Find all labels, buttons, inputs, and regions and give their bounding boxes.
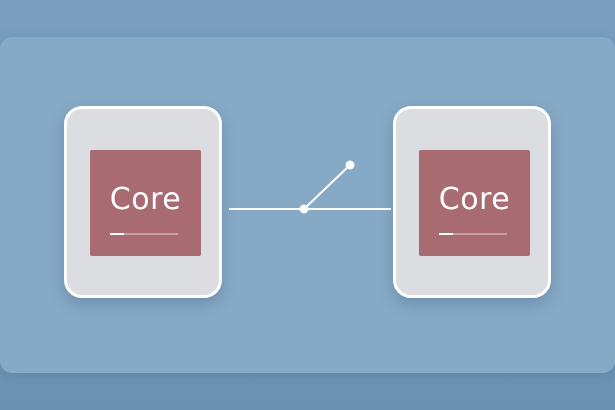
core-progress-fill: [110, 233, 124, 235]
left-node: Core: [64, 106, 222, 298]
core-progress-bar: [110, 233, 178, 235]
core-label: Core: [438, 182, 511, 217]
right-node: Core: [393, 106, 551, 298]
core-progress-bar: [439, 233, 507, 235]
core-block: Core: [90, 150, 201, 256]
core-progress-fill: [439, 233, 453, 235]
core-block: Core: [419, 150, 530, 256]
core-label: Core: [109, 182, 182, 217]
